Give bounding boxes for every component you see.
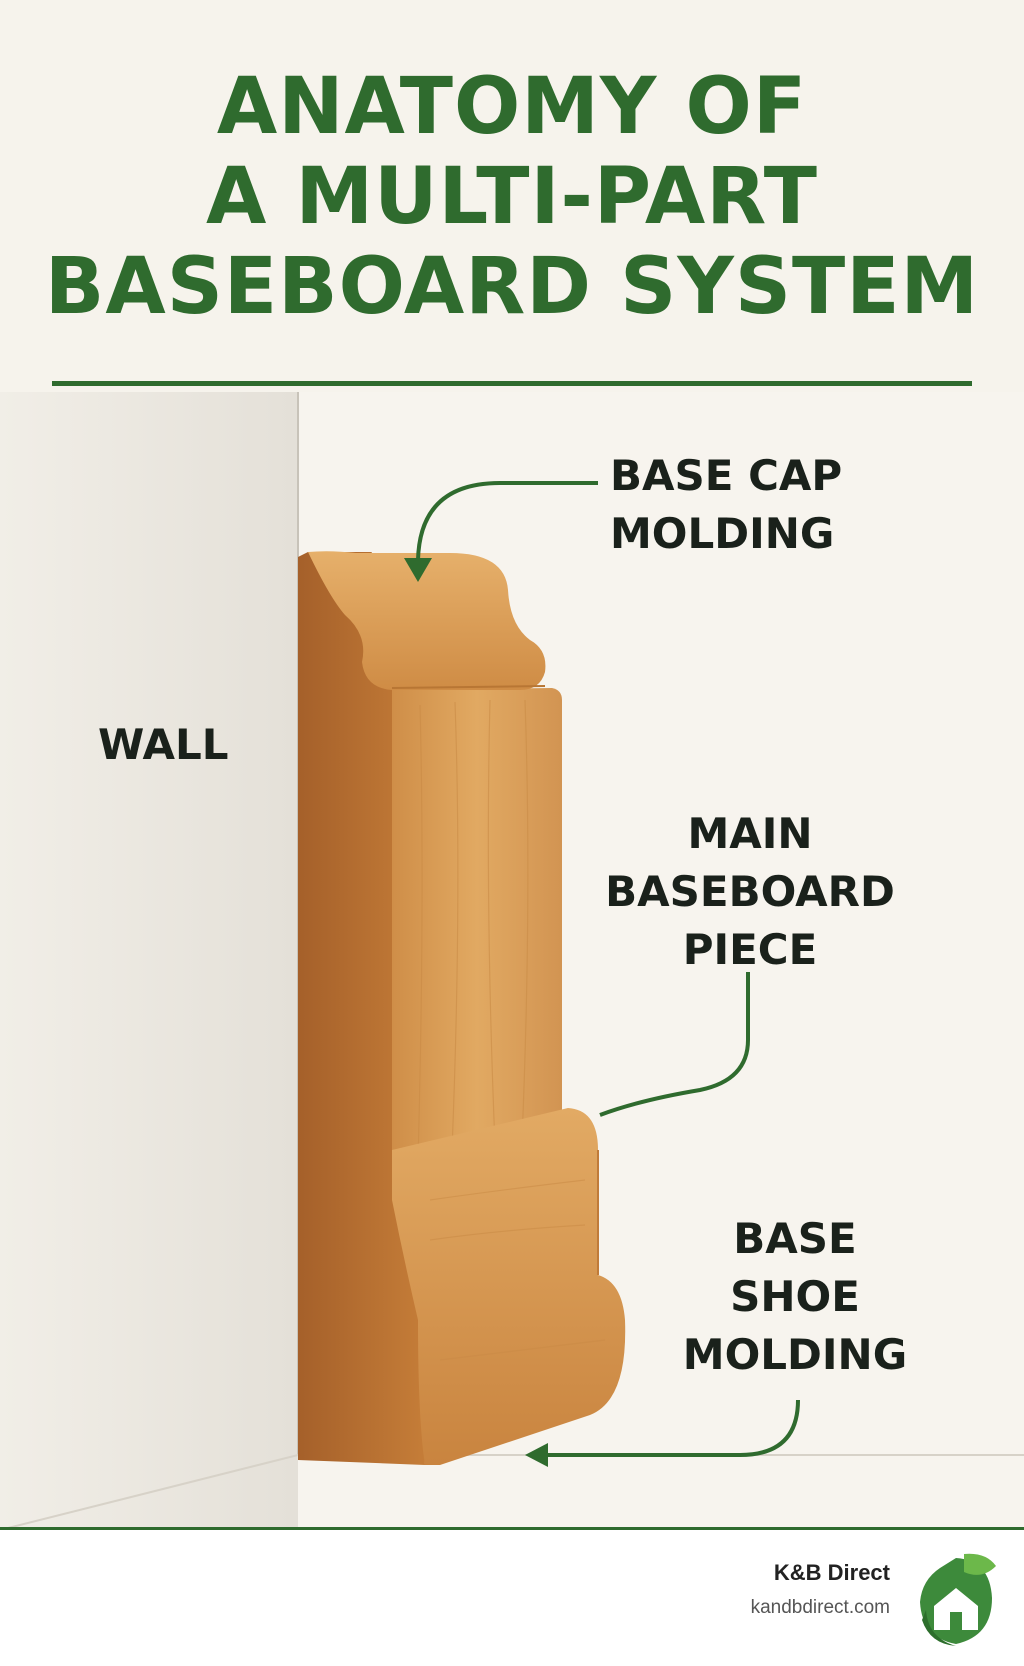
base-shoe-label: BASE SHOE MOLDING bbox=[650, 1210, 940, 1384]
base-cap-arrow bbox=[416, 481, 598, 561]
baseboard-side bbox=[298, 552, 425, 1465]
wall-label: WALL bbox=[98, 720, 229, 769]
main-baseboard-leader bbox=[599, 972, 750, 1117]
brand-url: kandbdirect.com bbox=[750, 1597, 890, 1618]
base-shoe-label-line-2: SHOE bbox=[730, 1272, 860, 1321]
base-shoe-arrow bbox=[545, 1399, 800, 1457]
title-line-3: BASEBOARD SYSTEM bbox=[44, 242, 980, 332]
main-baseboard-face bbox=[392, 688, 562, 1180]
base-cap-label-line-2: MOLDING bbox=[610, 509, 835, 558]
base-cap-label-line-1: BASE CAP bbox=[610, 451, 843, 500]
base-shoe-molding bbox=[392, 1108, 626, 1465]
left-wall bbox=[0, 392, 298, 1530]
base-cap-label: BASE CAP MOLDING bbox=[610, 447, 842, 563]
arrow-down-icon bbox=[404, 558, 432, 582]
page-title: ANATOMY OF A MULTI-PART BASEBOARD SYSTEM bbox=[0, 62, 1024, 332]
main-baseboard-label-line-3: PIECE bbox=[682, 925, 818, 974]
footer-divider bbox=[0, 1527, 1024, 1530]
brand-name: K&B Direct bbox=[773, 1560, 890, 1585]
base-cap-molding bbox=[308, 551, 546, 690]
base-shoe-label-line-3: MOLDING bbox=[682, 1330, 908, 1379]
title-line-2: A MULTI-PART bbox=[205, 152, 818, 242]
base-shoe-label-line-1: BASE bbox=[733, 1214, 857, 1263]
title-divider bbox=[52, 381, 972, 386]
main-baseboard-label: MAIN BASEBOARD PIECE bbox=[600, 805, 900, 979]
arrow-left-icon bbox=[525, 1443, 548, 1467]
main-baseboard-label-line-1: MAIN bbox=[687, 809, 813, 858]
baseboard-illustration bbox=[0, 392, 1024, 1530]
footer bbox=[0, 1530, 1024, 1666]
title-line-1: ANATOMY OF bbox=[216, 62, 808, 152]
house-leaf-logo-icon bbox=[920, 1553, 996, 1646]
main-baseboard-label-line-2: BASEBOARD bbox=[605, 867, 895, 916]
